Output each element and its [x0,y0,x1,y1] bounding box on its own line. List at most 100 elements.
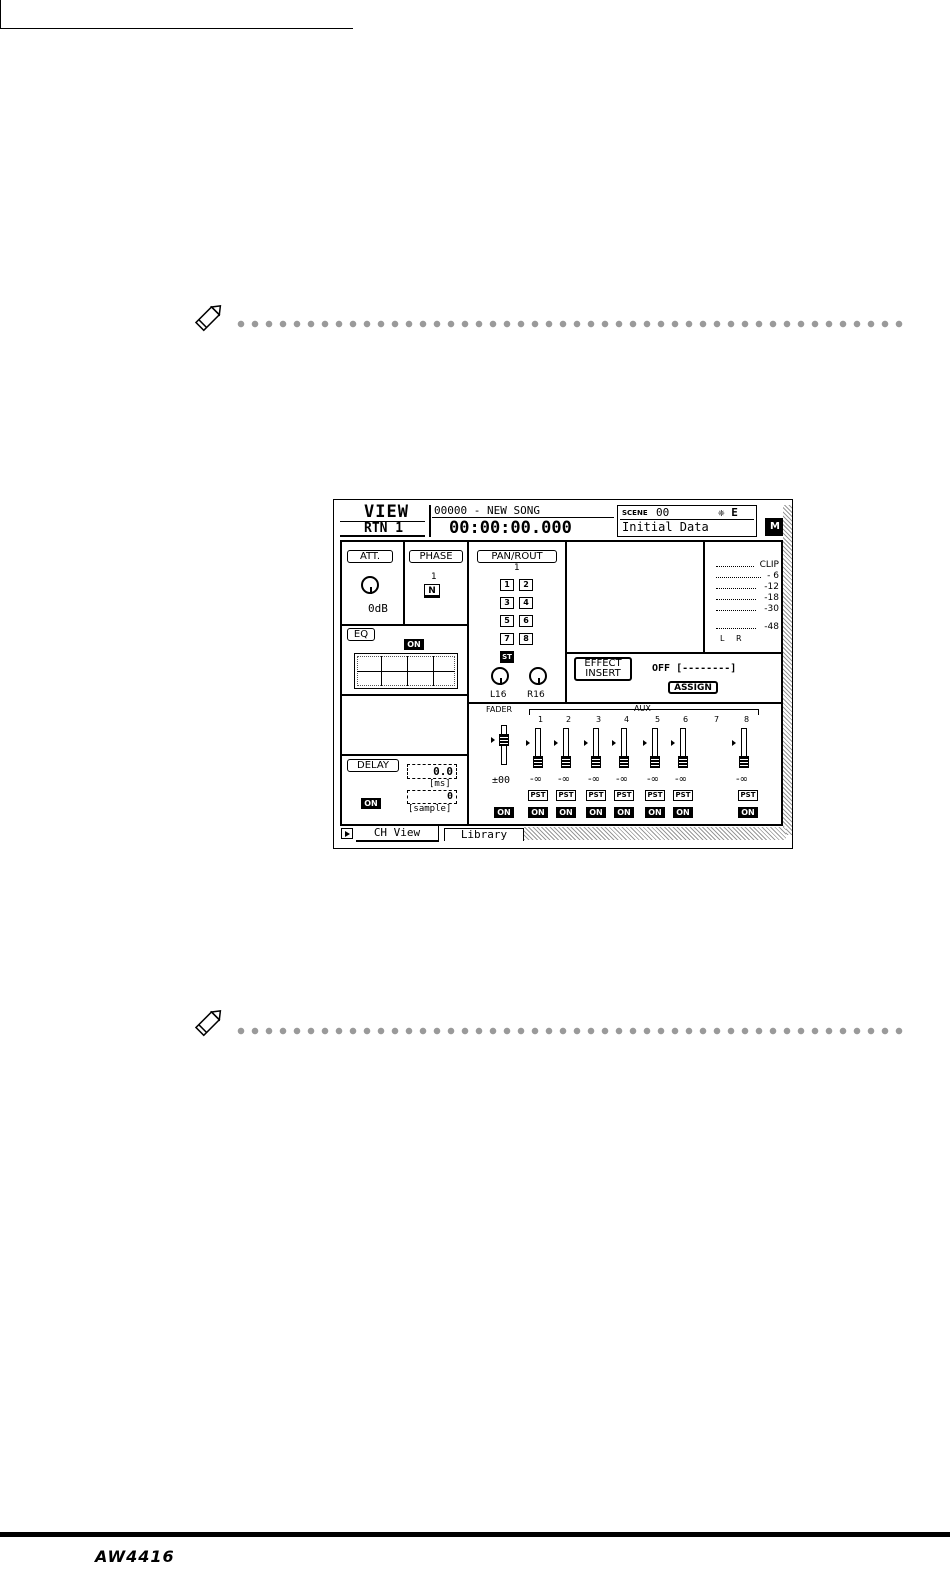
eq-graph [354,653,458,689]
rout-bus-1[interactable]: 1 [500,579,514,591]
aux-6-num: 6 [683,715,689,724]
eq-on[interactable]: ON [404,639,424,650]
fader-on[interactable]: ON [494,807,514,818]
scene-label: SCENE [622,509,648,517]
tab-ch-view[interactable]: CH View [356,826,439,842]
att-eq-rule [342,624,468,626]
rout-bus-3[interactable]: 3 [500,597,514,609]
eq-label[interactable]: EQ [347,628,375,641]
main-frame [340,540,783,826]
aux-4-pst[interactable]: PST [614,790,634,801]
aux-4-on[interactable]: ON [614,807,634,818]
aux-6-fader[interactable] [671,728,691,772]
delay-ms-field[interactable]: 0.0 [407,764,457,779]
fader-value: ±00 [492,775,511,786]
meter-l: L [720,634,725,643]
aux-5-pst[interactable]: PST [645,790,665,801]
pencil-icon [194,305,222,332]
aux-5-fader[interactable] [643,728,663,772]
note-dots [234,320,906,328]
rout-bus-8[interactable]: 8 [519,633,533,645]
rout-bus-5[interactable]: 5 [500,615,514,627]
aux-4-value: -∞ [616,774,628,785]
song-underline [432,517,614,518]
delay-on[interactable]: ON [361,798,381,809]
phase-button[interactable]: N [424,584,440,598]
footer-rule [0,1532,950,1537]
effect-insert-button[interactable]: EFFECT INSERT [574,657,632,681]
aux-8-fader[interactable] [732,728,752,772]
aux-1-num: 1 [538,715,544,724]
m-button[interactable]: M [764,517,786,537]
aux-1-on[interactable]: ON [528,807,548,818]
scene-box[interactable]: SCENE 00 ❈ E Initial Data [617,505,757,537]
att-value: 0dB [368,602,388,615]
rout-bus-2[interactable]: 2 [519,579,533,591]
aux-3-fader[interactable] [584,728,604,772]
main-fader-group[interactable] [489,725,519,785]
tab-library[interactable]: Library [444,828,524,841]
view-title: VIEW [364,502,409,522]
tab-arrow-button[interactable] [341,828,353,839]
channel-name: RTN 1 [364,521,404,536]
aux-4-fader[interactable] [612,728,632,772]
blank-delay-rule [342,754,468,756]
delay-ms-value: 0.0 [433,765,453,778]
meter-r: R [736,634,742,643]
rout-bus-6[interactable]: 6 [519,615,533,627]
meter-divider [703,542,705,652]
rout-bus-4[interactable]: 4 [519,597,533,609]
delay-sample-field[interactable]: 0 [407,790,457,804]
timecode: 00:00:00.000 [449,518,572,538]
song-name: 00000 - NEW SONG [434,504,540,517]
meter-12: -12 [764,582,779,592]
aux-5-num: 5 [655,715,661,724]
att-label[interactable]: ATT. [347,550,393,563]
aux-1-pst[interactable]: PST [528,790,548,801]
delay-ms-unit: [ms] [429,779,451,789]
delay-sample-unit: [sample] [408,804,452,814]
assign-button[interactable]: ASSIGN [668,681,718,694]
tab-bar-hatch [524,827,786,840]
delay-sample-value: 0 [446,791,453,802]
aux-3-num: 3 [596,715,602,724]
aux-label: AUX [634,704,651,713]
aux-2-fader[interactable] [554,728,574,772]
brand-logo: AW4416 [95,1547,175,1566]
aux-8-pst[interactable]: PST [738,790,758,801]
scene-flags: ❈ E [718,506,738,519]
att-knob-icon[interactable] [361,576,379,594]
pan-r-knob-icon[interactable] [529,667,547,685]
meter-30: -30 [764,604,779,614]
aux-3-on[interactable]: ON [586,807,606,818]
aux-6-on[interactable]: ON [673,807,693,818]
delay-label[interactable]: DELAY [347,759,399,772]
pan-rout-label[interactable]: PAN/ROUT [477,550,557,563]
phase-channel: 1 [431,572,437,582]
scene-number: 00 [656,506,670,519]
aux-2-num: 2 [566,715,572,724]
header-rule-left [0,0,1,29]
aux-6-pst[interactable]: PST [673,790,693,801]
aux-bracket [529,709,759,715]
aux-7-num: 7 [714,715,720,724]
aux-6-value: -∞ [675,774,687,785]
pan-l-knob-icon[interactable] [491,667,509,685]
effect-label-2: INSERT [585,668,621,679]
pan-rout-channel: 1 [514,563,520,573]
pencil-icon [194,1010,222,1037]
phase-label[interactable]: PHASE [409,550,463,563]
aux-3-pst[interactable]: PST [586,790,606,801]
effect-status: OFF [--------] [652,663,737,674]
eq-blank-rule [342,694,468,696]
aux-1-fader[interactable] [526,728,546,772]
aux-8-on[interactable]: ON [738,807,758,818]
aux-5-on[interactable]: ON [645,807,665,818]
meter-clip: CLIP [759,560,779,570]
lcd-screen: VIEW RTN 1 00000 - NEW SONG 00:00:00.000… [333,499,793,849]
rout-st-button[interactable]: ST [500,651,514,663]
aux-2-on[interactable]: ON [556,807,576,818]
rout-bus-7[interactable]: 7 [500,633,514,645]
aux-2-pst[interactable]: PST [556,790,576,801]
header-divider [429,505,431,537]
